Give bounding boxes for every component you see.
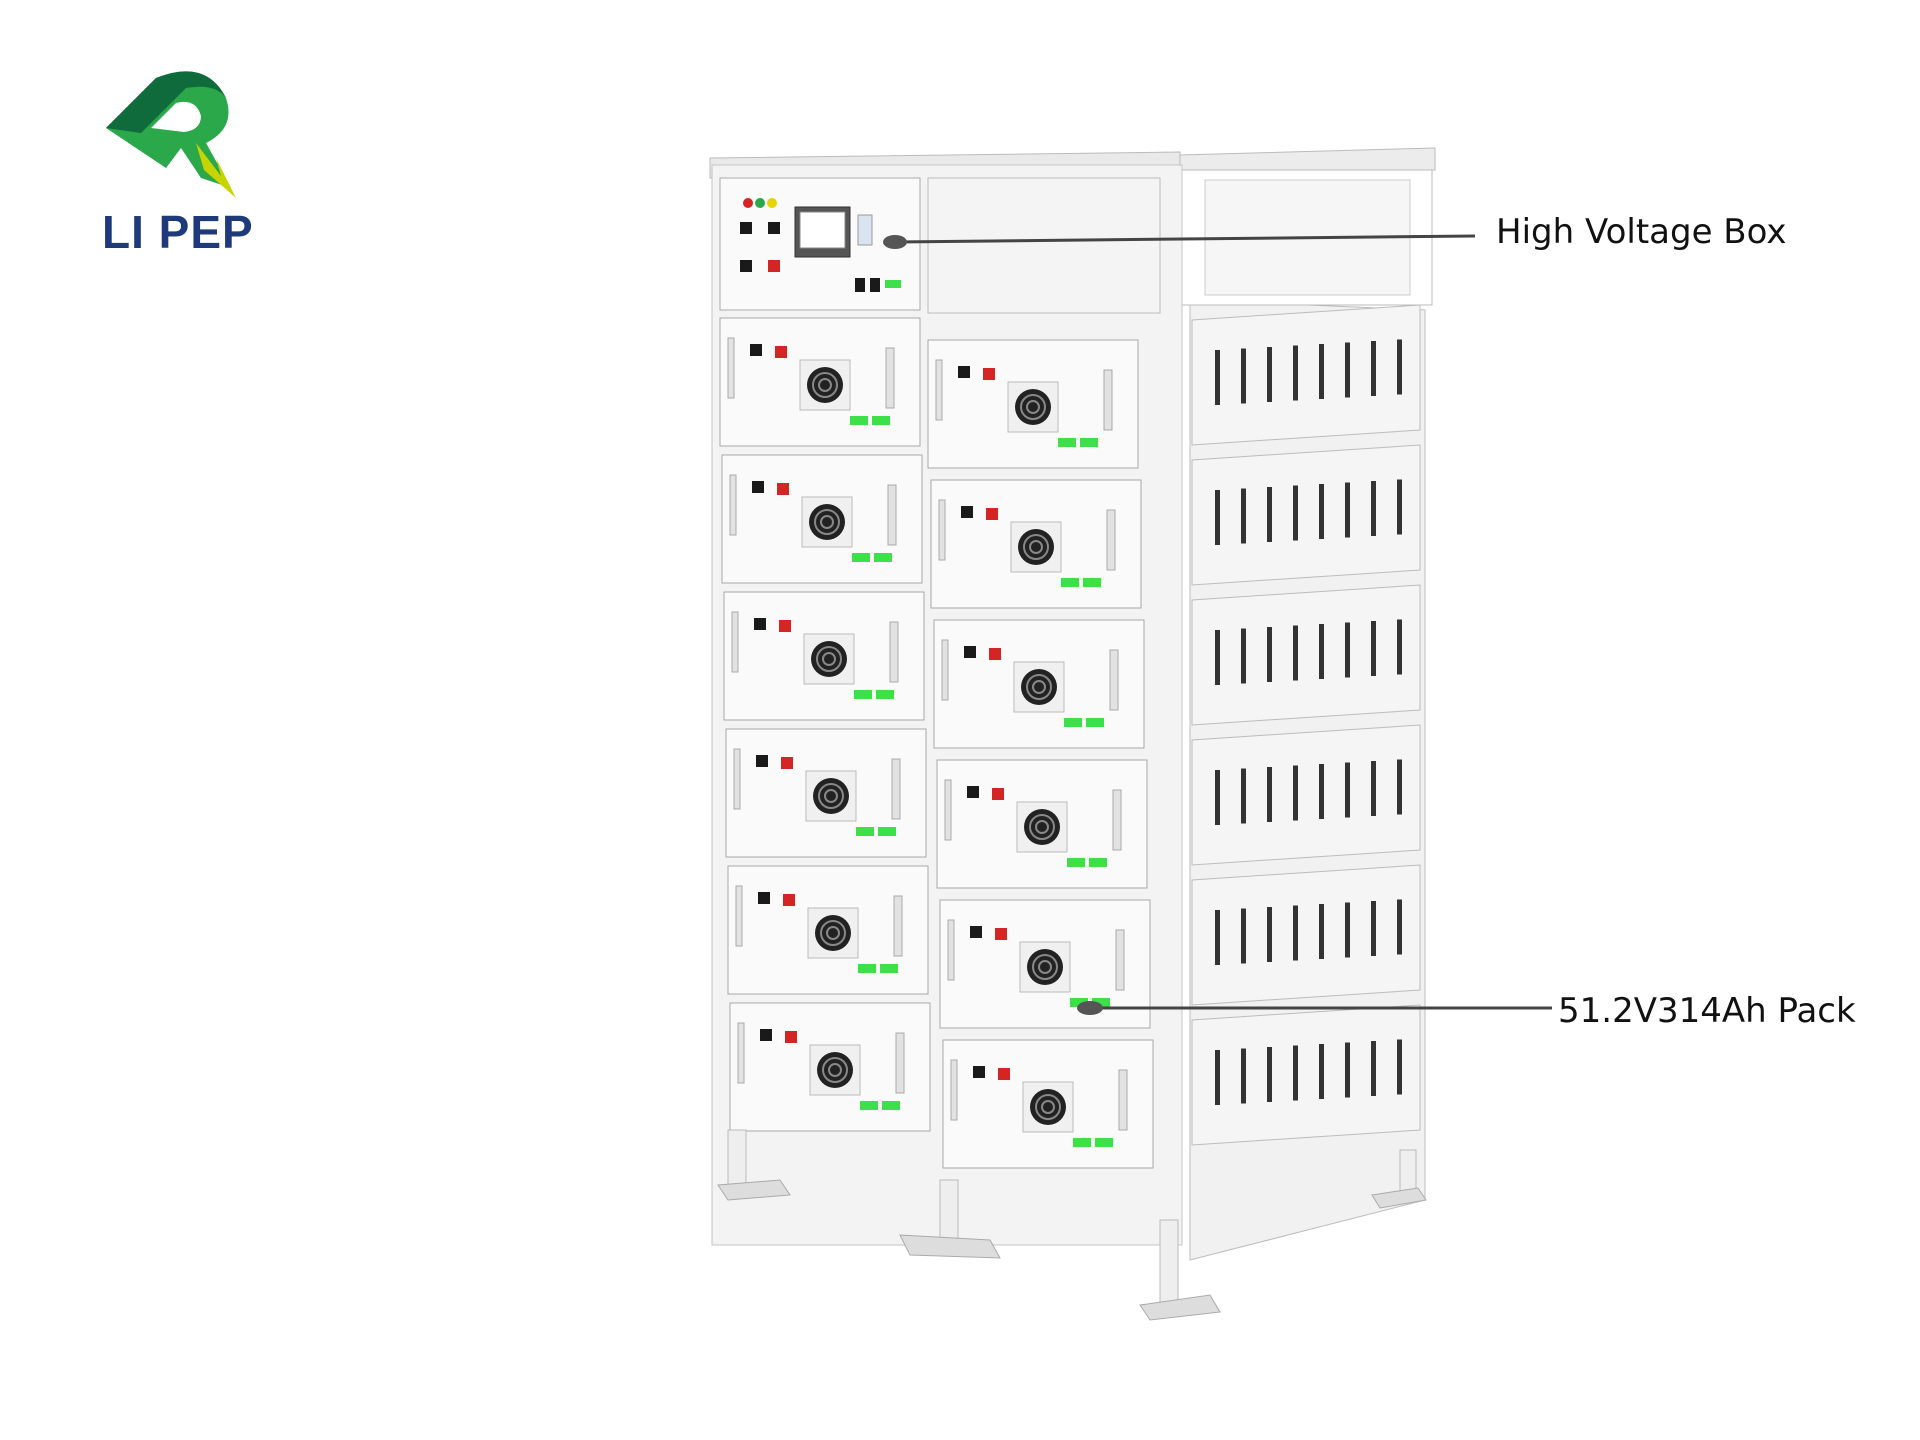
callout-lines [883,234,1552,1015]
brand-logo-icon [106,71,236,198]
brand-name: LI PEP [102,206,254,258]
rack-legs [717,1129,1427,1321]
battery-module [927,339,1139,469]
high-voltage-box-label: High Voltage Box [1496,212,1787,252]
side-vent-panel [1191,724,1421,866]
hv-callout-dot [883,235,907,249]
battery-module [725,728,927,858]
side-vent-panel [1191,584,1421,726]
pack-callout-dot [1077,1001,1103,1015]
battery-module [930,479,1142,609]
side-vent-panel [1191,304,1421,446]
side-vent-panel [1191,1004,1421,1146]
rack-side [1179,147,1436,1261]
battery-module [723,591,925,721]
battery-module [933,619,1145,749]
brand-logo [96,58,266,258]
battery-module [936,759,1148,889]
battery-modules [719,317,1154,1169]
battery-module [942,1039,1154,1169]
pack-label: 51.2V314Ah Pack [1558,991,1856,1031]
side-vent-panel [1191,864,1421,1006]
battery-module [727,865,929,995]
battery-module [719,317,921,447]
side-vent-panel [1191,444,1421,586]
battery-module [721,454,923,584]
hv-screen [799,211,846,249]
hv-box-blank-panel [927,177,1161,314]
battery-module [729,1002,931,1132]
